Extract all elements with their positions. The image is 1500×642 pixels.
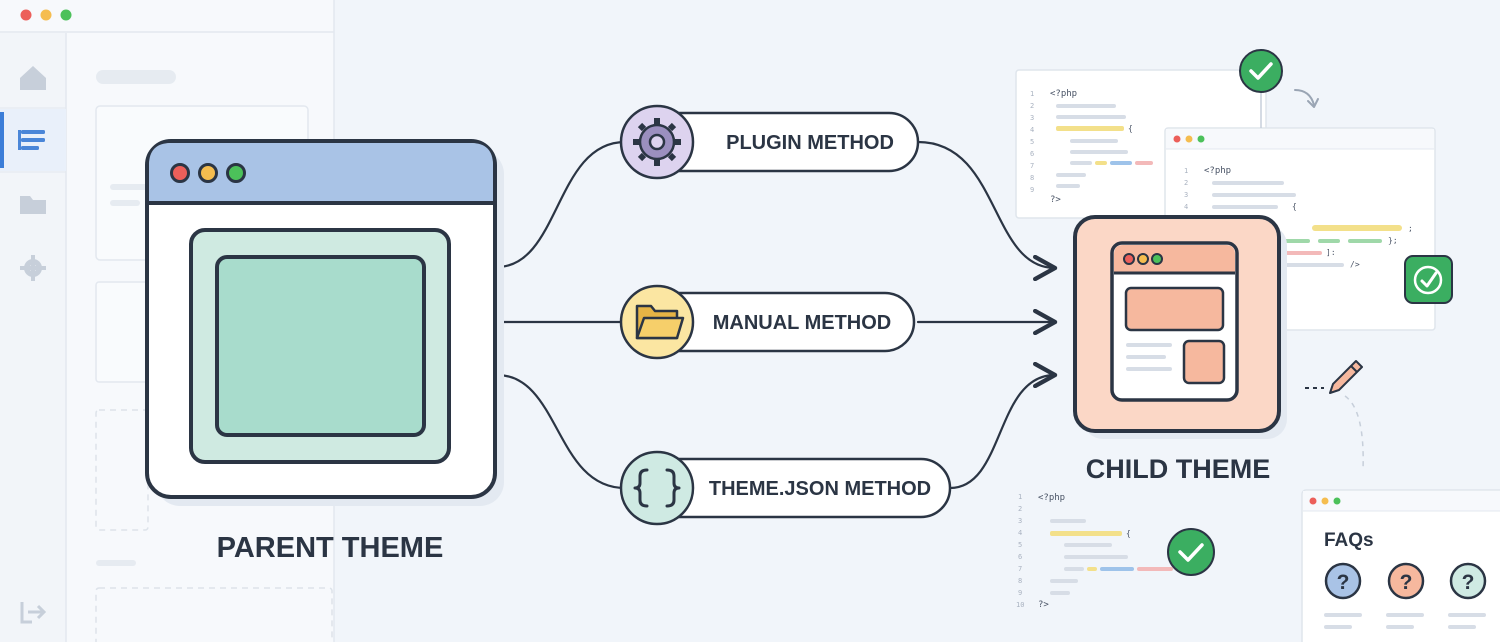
svg-text:6: 6 bbox=[1030, 150, 1034, 158]
redo-arrow-icon bbox=[1294, 89, 1319, 108]
plugin-method-pill[interactable]: PLUGIN METHOD bbox=[619, 104, 920, 180]
svg-text:2: 2 bbox=[1030, 102, 1034, 110]
window-minimize-dot[interactable] bbox=[40, 9, 52, 21]
svg-text:]:: ]: bbox=[1326, 248, 1336, 257]
svg-text:/>: /> bbox=[1350, 260, 1360, 269]
svg-text:{: { bbox=[1126, 529, 1131, 538]
svg-text:3: 3 bbox=[1018, 517, 1022, 525]
svg-text:3: 3 bbox=[1184, 191, 1188, 199]
pencil-icon bbox=[1305, 360, 1364, 471]
child-theme-window bbox=[1073, 215, 1287, 439]
svg-text:10: 10 bbox=[1016, 601, 1024, 609]
svg-text:{: { bbox=[1128, 124, 1133, 133]
question-icon-blue[interactable]: ? bbox=[1324, 562, 1362, 600]
parent-theme-window bbox=[145, 139, 504, 506]
svg-text:1: 1 bbox=[1018, 493, 1022, 501]
window-close-dot[interactable] bbox=[20, 9, 32, 21]
manual-method-pill[interactable]: MANUAL METHOD bbox=[619, 284, 916, 360]
settings-icon[interactable] bbox=[20, 255, 46, 281]
check-circle-icon-bottom bbox=[1167, 528, 1215, 576]
svg-text:7: 7 bbox=[1018, 565, 1022, 573]
folder-icon bbox=[635, 304, 685, 340]
svg-text:8: 8 bbox=[1018, 577, 1022, 585]
list-icon[interactable] bbox=[18, 130, 45, 150]
svg-text:{: { bbox=[1292, 202, 1297, 211]
check-circle-icon-top bbox=[1239, 49, 1283, 128]
svg-text:2: 2 bbox=[1184, 179, 1188, 187]
child-theme-label: CHILD THEME bbox=[1086, 454, 1271, 484]
svg-text:?: ? bbox=[1337, 571, 1350, 594]
svg-text:1: 1 bbox=[1184, 167, 1188, 175]
connectors bbox=[495, 140, 1058, 490]
theme-json-method-pill[interactable]: THEME.JSON METHOD bbox=[619, 450, 952, 526]
code-snippet-lower: 1 2 3 4 5 6 7 8 9 10 <?php { ?> bbox=[1016, 493, 1173, 610]
home-icon[interactable] bbox=[20, 66, 46, 90]
svg-text:<?php: <?php bbox=[1038, 493, 1065, 503]
svg-text:?: ? bbox=[1400, 571, 1413, 594]
svg-text:7: 7 bbox=[1030, 162, 1034, 170]
svg-text:4: 4 bbox=[1184, 203, 1188, 211]
faq-title: FAQs bbox=[1324, 530, 1374, 551]
theme-json-method-label: THEME.JSON METHOD bbox=[709, 478, 931, 500]
folder-nav-icon[interactable] bbox=[20, 196, 46, 214]
window-maximize-dot[interactable] bbox=[60, 9, 72, 21]
svg-text:1: 1 bbox=[1030, 90, 1034, 98]
svg-text:2: 2 bbox=[1018, 505, 1022, 513]
svg-text:5: 5 bbox=[1030, 138, 1034, 146]
svg-text:3: 3 bbox=[1030, 114, 1034, 122]
question-icon-green[interactable]: ? bbox=[1449, 562, 1487, 600]
svg-text:8: 8 bbox=[1030, 174, 1034, 182]
svg-text:<?php: <?php bbox=[1204, 166, 1231, 176]
svg-text:4: 4 bbox=[1030, 126, 1034, 134]
theme-json-method-icon-circle bbox=[619, 450, 695, 526]
braces-icon bbox=[633, 468, 681, 508]
svg-text:<?php: <?php bbox=[1050, 89, 1077, 99]
question-icon-orange[interactable]: ? bbox=[1387, 562, 1425, 600]
svg-text:?: ? bbox=[1462, 571, 1475, 594]
svg-text:9: 9 bbox=[1018, 589, 1022, 597]
svg-text:?>: ?> bbox=[1038, 600, 1049, 610]
svg-text:6: 6 bbox=[1018, 553, 1022, 561]
parent-theme-label: PARENT THEME bbox=[217, 532, 444, 564]
svg-text:4: 4 bbox=[1018, 529, 1022, 537]
svg-text:;: ; bbox=[1408, 224, 1413, 233]
gear-icon bbox=[633, 118, 681, 166]
plugin-method-label: PLUGIN METHOD bbox=[726, 132, 894, 154]
logout-icon[interactable] bbox=[20, 602, 47, 624]
svg-text:5: 5 bbox=[1018, 541, 1022, 549]
svg-text:?>: ?> bbox=[1050, 195, 1061, 205]
faq-card: FAQs ? ? ? bbox=[1301, 489, 1500, 642]
svg-text:9: 9 bbox=[1030, 186, 1034, 194]
check-square-icon bbox=[1404, 255, 1453, 304]
manual-method-label: MANUAL METHOD bbox=[713, 312, 892, 334]
svg-text:};: }; bbox=[1388, 236, 1398, 245]
